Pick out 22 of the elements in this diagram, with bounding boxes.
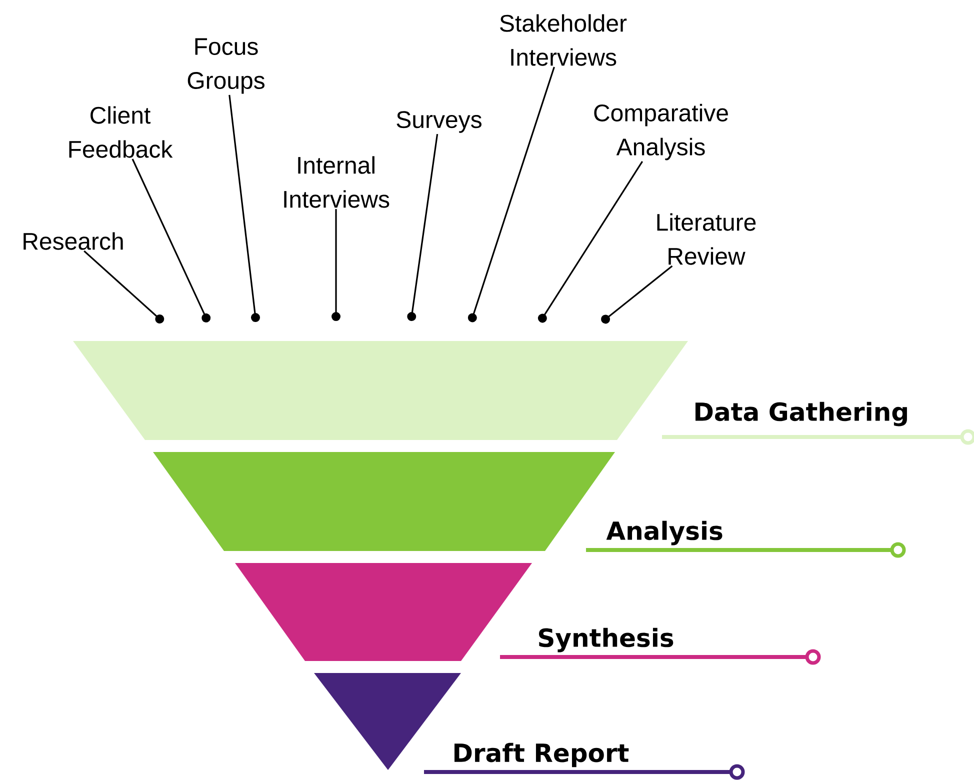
leader-line	[538, 160, 644, 323]
stage-label: Synthesis	[539, 628, 674, 652]
leader-line	[332, 209, 340, 321]
source-label: Internal Interviews	[284, 156, 390, 208]
source-label: Client Feedback	[69, 106, 173, 158]
stage-label: Data Gathering	[696, 402, 907, 426]
leader-line	[84, 250, 164, 324]
stage-label: Draft Report	[454, 742, 629, 768]
source-label: Comparative Analysis	[594, 104, 728, 160]
leader-line	[407, 134, 438, 322]
source-label: Stakeholder Interviews	[500, 14, 627, 66]
leader-line	[468, 66, 555, 322]
source-label: Literature Review	[657, 213, 756, 265]
leader-line	[228, 94, 260, 322]
source-label: Focus Groups	[188, 38, 264, 94]
source-label: Surveys	[396, 111, 482, 133]
leader-line	[132, 158, 211, 322]
funnel-band	[73, 341, 688, 440]
leader-line	[601, 265, 673, 324]
source-label: Research	[24, 232, 123, 250]
stage-label: Analysis	[606, 520, 722, 546]
funnel-band	[235, 563, 532, 661]
